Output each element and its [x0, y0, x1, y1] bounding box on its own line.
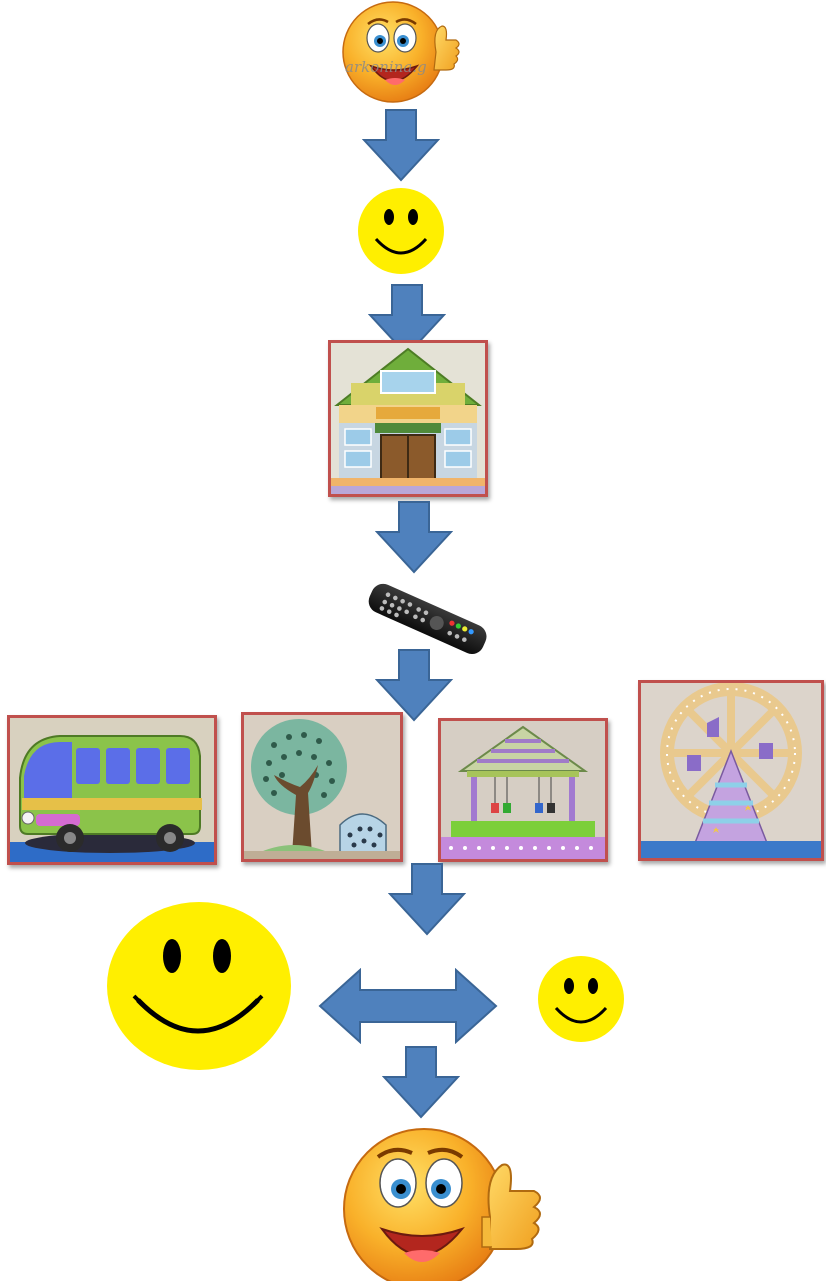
down-arrow-icon: [362, 108, 440, 182]
toy-swing-picture: [438, 718, 608, 862]
down-arrow-icon: [388, 862, 466, 936]
down-arrow-icon: [368, 283, 446, 357]
down-arrow-icon: [375, 500, 453, 574]
toy-tree-picture: [241, 712, 403, 862]
kindergarten-building-picture: [328, 340, 488, 497]
watermark-text: arkonina.g: [345, 58, 427, 76]
down-arrow-icon: [382, 1045, 460, 1119]
small-smiley-icon: [536, 954, 626, 1044]
toy-bus-picture: [7, 715, 217, 865]
top-emoji-icon: arkonina.g: [333, 0, 463, 105]
down-arrow-icon: [375, 648, 453, 722]
bottom-emoji-icon: [340, 1125, 562, 1281]
double-headed-arrow-icon: [318, 968, 498, 1044]
tv-remote-control-picture: [362, 578, 494, 658]
toy-ferris-wheel-picture: [638, 680, 824, 861]
big-smiley-icon: [104, 900, 294, 1072]
smiley-icon: [356, 185, 446, 277]
